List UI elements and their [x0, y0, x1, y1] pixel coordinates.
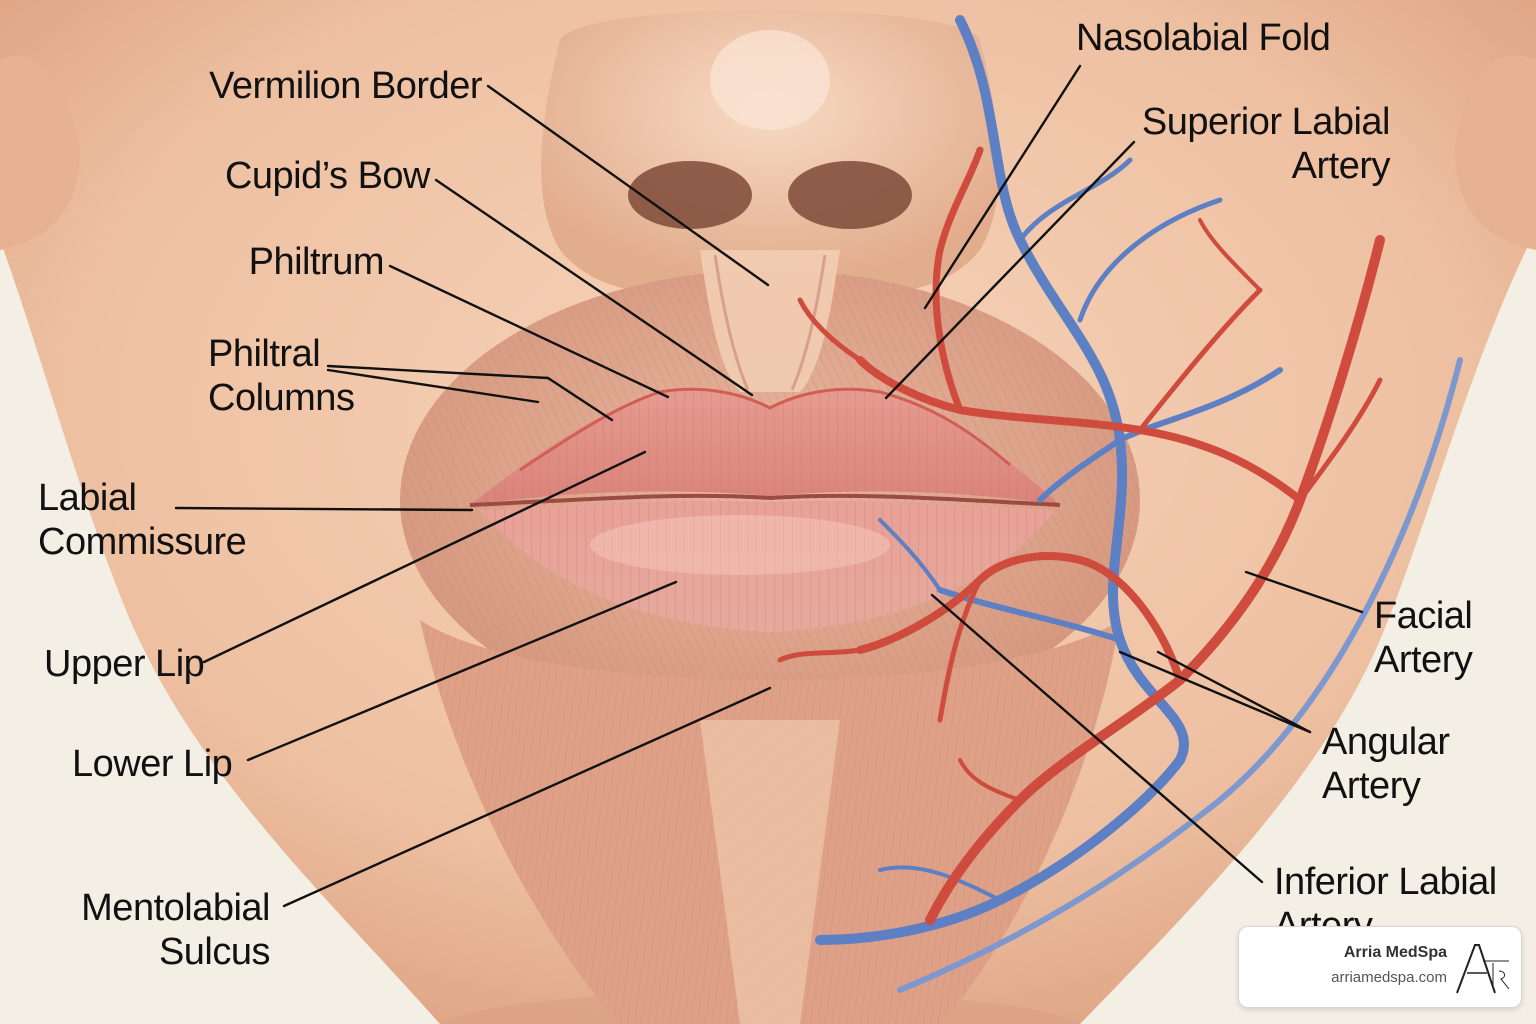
label-labial-commissure: Labial Commissure	[38, 477, 247, 563]
facial-vein	[815, 15, 1463, 993]
brand-card[interactable]: Arria MedSpa arriamedspa.com	[1238, 926, 1522, 1008]
right-nostril	[788, 161, 912, 229]
left-nostril	[628, 161, 752, 229]
facial-artery-path	[777, 146, 1385, 925]
label-philtral-columns: Philtral Columns	[208, 333, 355, 419]
label-facial-artery: Facial Artery	[1374, 595, 1473, 681]
label-nasolabial-fold: Nasolabial Fold	[1076, 17, 1331, 59]
left-ear	[0, 55, 80, 250]
right-ear	[1455, 55, 1536, 250]
brand-logo-icon	[1456, 944, 1510, 994]
label-inferior-labial-artery: Inferior Labial Artery	[1274, 861, 1497, 936]
brand-name: Arria MedSpa	[1343, 944, 1447, 961]
label-angular-artery: Angular Artery	[1322, 721, 1450, 807]
leader-lines	[174, 64, 1364, 908]
label-lower-lip: Lower Lip	[72, 743, 233, 785]
label-upper-lip: Upper Lip	[44, 643, 205, 685]
label-philtrum: Philtrum	[248, 241, 385, 283]
brand-url[interactable]: arriamedspa.com	[1331, 969, 1447, 986]
nose	[541, 10, 999, 295]
label-cupids-bow: Cupid’s Bow	[224, 155, 431, 197]
mouth-line	[469, 493, 1061, 507]
vermilion-line	[519, 387, 1011, 472]
label-superior-labial-artery: Superior Labial Artery	[1141, 101, 1391, 187]
label-vermilion-border: Vermilion Border	[209, 65, 482, 107]
label-mentolabial-sulcus: Mentolabial Sulcus	[81, 887, 270, 973]
